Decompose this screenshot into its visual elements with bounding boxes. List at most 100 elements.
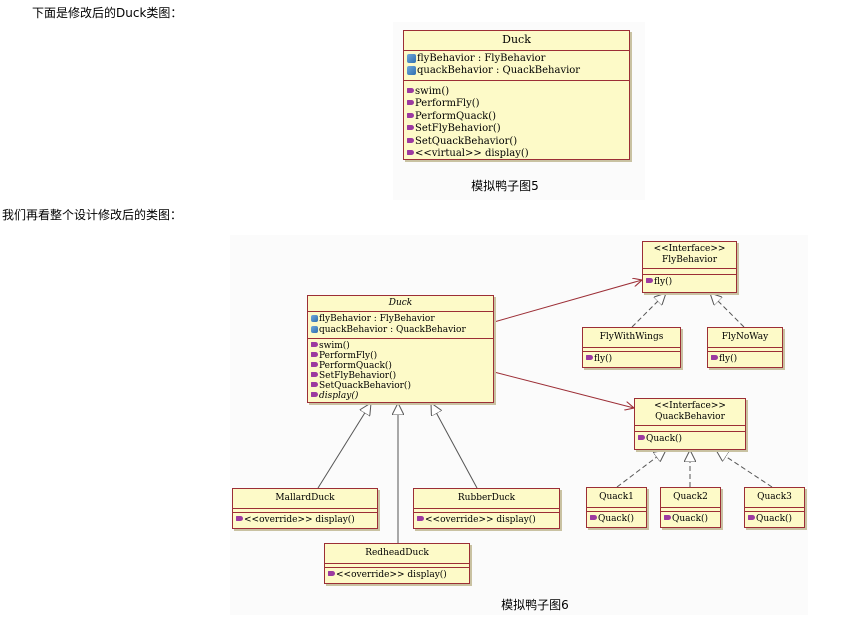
- operation: Quack(): [590, 514, 643, 525]
- attribute-icon: [407, 66, 416, 75]
- operation: <<override>> display(): [417, 515, 556, 526]
- class-name: Quack1: [587, 488, 646, 508]
- figure6-caption: 模拟鸭子图6: [501, 598, 569, 612]
- operation: Quack(): [638, 434, 742, 445]
- method-icon: [586, 355, 593, 360]
- realization-quack3: [716, 450, 773, 488]
- operation: fly(): [586, 354, 677, 365]
- operations-section: <<override>> display(): [233, 513, 377, 528]
- method-icon: [311, 392, 318, 397]
- middle-text: 我们再看整个设计修改后的类图：: [2, 208, 183, 222]
- fig5-duck-class: Duck flyBehavior : FlyBehavior quackBeha…: [403, 30, 630, 160]
- method-icon: [590, 515, 597, 520]
- attribute: flyBehavior : FlyBehavior: [407, 53, 626, 66]
- operation: PerformFly(): [407, 98, 626, 111]
- operation: <<override>> display(): [236, 515, 374, 526]
- attributes-section: [414, 509, 559, 513]
- operation: fly(): [646, 277, 733, 288]
- operation: fly(): [711, 354, 779, 365]
- quack1-class: Quack1 Quack(): [586, 487, 647, 528]
- class-name: Quack3: [745, 488, 804, 508]
- quackbehavior-interface: <<Interface>> QuackBehavior Quack(): [634, 398, 746, 450]
- flybehavior-interface: <<Interface>> FlyBehavior fly(): [642, 241, 737, 293]
- operations-section: <<override>> display(): [325, 568, 469, 583]
- flywithwings-class: FlyWithWings fly(): [582, 327, 681, 368]
- quack3-class: Quack3 Quack(): [744, 487, 805, 528]
- method-icon: [407, 137, 414, 143]
- method-icon: [711, 355, 718, 360]
- attribute-icon: [311, 315, 318, 322]
- attributes-section: [233, 509, 377, 513]
- method-icon: [664, 515, 671, 520]
- class-name: RubberDuck: [414, 489, 559, 509]
- operations-section: swim() PerformFly() PerformQuack() SetFl…: [308, 339, 493, 403]
- operation: PerformFly(): [311, 351, 490, 361]
- method-icon: [407, 100, 414, 105]
- attribute-icon: [311, 326, 318, 333]
- stereotype: <<Interface>>: [654, 401, 726, 411]
- class-name: FlyNoWay: [708, 328, 782, 348]
- redheadduck-class: RedheadDuck <<override>> display(): [324, 543, 470, 584]
- operation: <<virtual>> display(): [407, 148, 626, 161]
- operation: SetQuackBehavior(): [407, 136, 626, 149]
- operations-section: fly(): [583, 352, 680, 367]
- operations-section: swim() PerformFly() PerformQuack() SetFl…: [404, 81, 629, 163]
- operation: <<override>> display(): [328, 570, 466, 581]
- attributes-section: [587, 508, 646, 512]
- method-icon: [407, 87, 414, 93]
- class-header: <<Interface>> QuackBehavior: [635, 399, 745, 426]
- association-quack: [493, 371, 634, 408]
- operation: Quack(): [664, 514, 717, 525]
- attributes-section: [708, 348, 782, 352]
- figure5-caption: 模拟鸭子图5: [471, 179, 539, 193]
- attribute: quackBehavior : QuackBehavior: [311, 325, 490, 336]
- realization-flywithwings: [631, 293, 666, 328]
- class-name: Duck: [404, 31, 629, 51]
- operations-section: <<override>> display(): [414, 513, 559, 528]
- quack2-class: Quack2 Quack(): [660, 487, 721, 528]
- intro-text: 下面是修改后的Duck类图：: [32, 6, 183, 20]
- stereotype: <<Interface>>: [653, 244, 726, 254]
- method-icon: [311, 382, 318, 387]
- attributes-section: [745, 508, 804, 512]
- class-name: RedheadDuck: [325, 544, 469, 564]
- method-icon: [328, 571, 335, 576]
- attribute: flyBehavior : FlyBehavior: [311, 314, 490, 325]
- generalization-rubber: [431, 403, 478, 489]
- realization-quack1: [616, 450, 666, 488]
- rubberduck-class: RubberDuck <<override>> display(): [413, 488, 560, 529]
- flynoway-class: FlyNoWay fly(): [707, 327, 783, 368]
- class-name: QuackBehavior: [655, 412, 725, 422]
- attributes-section: [583, 348, 680, 352]
- operation: PerformQuack(): [407, 111, 626, 124]
- mallardduck-class: MallardDuck <<override>> display(): [232, 488, 378, 529]
- method-icon: [407, 125, 414, 130]
- attributes-section: [325, 564, 469, 568]
- method-icon: [311, 342, 318, 347]
- method-icon: [407, 150, 414, 155]
- class-name: FlyBehavior: [662, 255, 717, 265]
- operations-section: Quack(): [635, 432, 745, 447]
- operation: display(): [311, 391, 490, 401]
- class-name: Quack2: [661, 488, 720, 508]
- class-name: Duck: [308, 296, 493, 312]
- method-icon: [748, 515, 755, 520]
- method-icon: [417, 516, 424, 521]
- method-icon: [646, 278, 653, 283]
- method-icon: [638, 435, 645, 440]
- attributes-section: [643, 269, 736, 275]
- realization-flynoway: [710, 293, 745, 328]
- method-icon: [311, 352, 318, 357]
- operation: SetFlyBehavior(): [407, 123, 626, 136]
- operations-section: Quack(): [587, 512, 646, 527]
- attribute: quackBehavior : QuackBehavior: [407, 65, 626, 78]
- class-name: FlyWithWings: [583, 328, 680, 348]
- attributes-section: [661, 508, 720, 512]
- class-name: MallardDuck: [233, 489, 377, 509]
- operations-section: Quack(): [661, 512, 720, 527]
- operation: SetFlyBehavior(): [311, 371, 490, 381]
- operation: PerformQuack(): [311, 361, 490, 371]
- operation: swim(): [311, 341, 490, 351]
- operation: swim(): [407, 86, 626, 99]
- operations-section: fly(): [708, 352, 782, 367]
